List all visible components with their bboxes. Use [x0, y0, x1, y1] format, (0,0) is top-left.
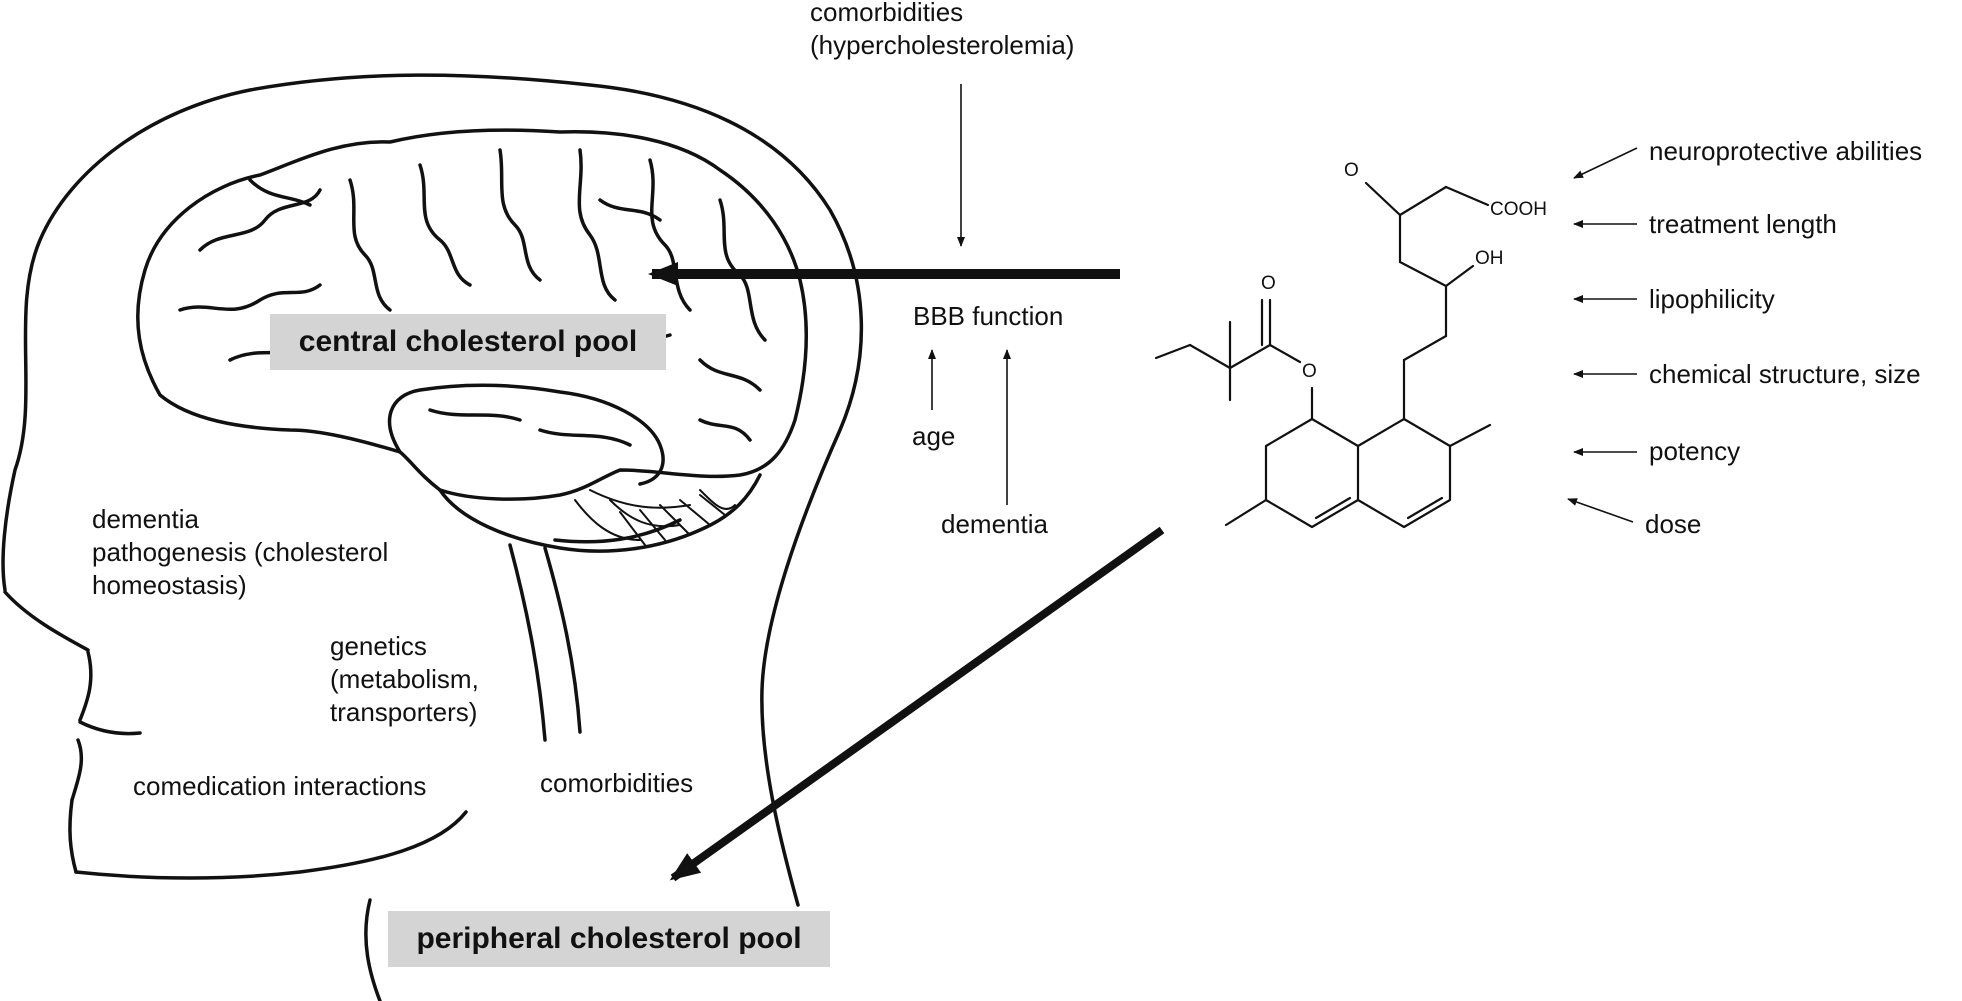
drug-factor-neuroprotective: neuroprotective abilities [1649, 136, 1923, 166]
arrow-neuroprotective [1573, 147, 1638, 179]
bbb-function-label: BBB function [913, 301, 1064, 331]
drug-factor-lipophilicity: lipophilicity [1649, 284, 1775, 314]
chem-label-o-top: O [1344, 160, 1359, 181]
arrow-to-peripheral-pool [669, 526, 1165, 882]
statin-chemical-structure [1154, 181, 1492, 529]
dementia-label: dementia [941, 509, 1048, 539]
age-label: age [912, 421, 956, 451]
comorbidities-hypercholesterolemia-label: comorbidities (hypercholesterolemia) [810, 0, 1075, 60]
drug-factor-treatment-length: treatment length [1649, 209, 1837, 239]
peripheral-cholesterol-pool-label: peripheral cholesterol pool [388, 911, 830, 967]
drug-factor-chemical-structure: chemical structure, size [1649, 359, 1921, 389]
chem-label-cooh: COOH [1490, 199, 1547, 220]
cerebellum-hatching [574, 489, 736, 546]
chem-label-oh: OH [1475, 248, 1504, 269]
head-outline [1, 73, 864, 1001]
comedication-interactions-label: comedication interactions [133, 771, 427, 801]
chem-label-o-carbonyl: O [1261, 273, 1276, 294]
chem-label-o-ester: O [1302, 361, 1317, 382]
dementia-pathogenesis-label: dementia pathogenesis (cholesterol homeo… [92, 504, 389, 600]
genetics-label: genetics (metabolism, transporters) [330, 631, 479, 727]
central-cholesterol-pool-label: central cholesterol pool [270, 314, 666, 370]
drug-factor-potency: potency [1649, 436, 1741, 466]
drug-factor-dose: dose [1645, 509, 1702, 539]
comorbidities-label: comorbidities [540, 768, 694, 798]
arrow-dose [1567, 498, 1634, 523]
